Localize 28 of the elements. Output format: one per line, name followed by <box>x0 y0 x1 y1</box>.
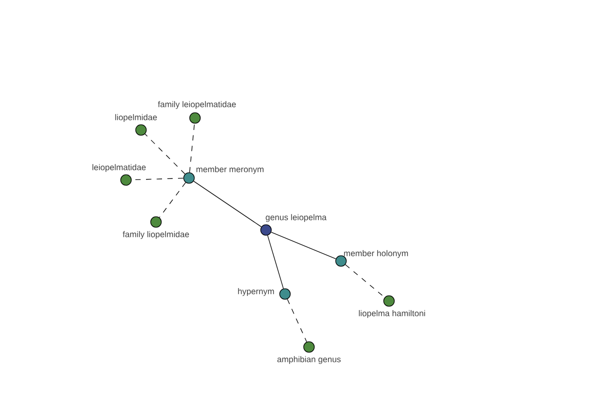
graph-node: amphibian genus <box>277 341 341 364</box>
connector-line <box>193 180 262 228</box>
graph-node: liopelma hamiltoni <box>358 295 426 318</box>
node-label: liopelmidae <box>115 114 157 122</box>
graph-node: liopelmidae <box>115 114 157 136</box>
connector-line <box>287 298 307 342</box>
graph-node: member meronym <box>183 166 264 184</box>
connector-line <box>270 232 336 260</box>
graph-node: member holonym <box>335 250 408 267</box>
node-label: family liopelmidae <box>122 231 189 239</box>
node-label: family leiopelmatidae <box>158 101 236 109</box>
graph-node: family leiopelmatidae <box>158 101 236 124</box>
node-label: amphibian genus <box>277 356 341 364</box>
connector-line <box>189 123 195 173</box>
graph-node: genus leiopelma <box>260 214 327 236</box>
graph-node: family liopelmidae <box>122 216 189 239</box>
node-label: member holonym <box>344 250 408 258</box>
node-label: liopelma hamiltoni <box>358 310 426 318</box>
node-label: genus leiopelma <box>266 214 327 222</box>
graph-node: hypernym <box>238 288 291 300</box>
connector-line <box>267 235 284 289</box>
node-label: leiopelmatidae <box>92 164 146 172</box>
connector-line <box>144 134 186 174</box>
graph-node: leiopelmatidae <box>92 164 146 186</box>
node-label: member meronym <box>196 166 264 174</box>
node-label: hypernym <box>238 288 274 296</box>
connector-line <box>159 182 186 218</box>
connector-line <box>345 264 385 298</box>
